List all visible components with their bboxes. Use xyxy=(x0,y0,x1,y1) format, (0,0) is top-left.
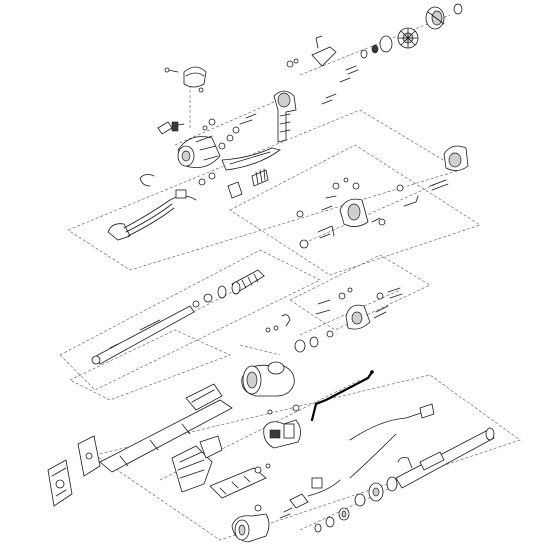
ignition-key xyxy=(157,121,185,135)
wiring-connector-lower xyxy=(289,477,341,509)
key-release-switch xyxy=(263,404,301,449)
dimmer-switch-housing xyxy=(296,177,386,249)
group-panel-lock-cylinder xyxy=(289,254,431,331)
wiring-harness-upper xyxy=(107,168,269,241)
shaft-lock-plate xyxy=(360,35,393,59)
shift-lever-bracket xyxy=(171,435,223,493)
group-panel-shaft xyxy=(59,249,321,391)
column-jacket-lower xyxy=(99,383,233,473)
group-panel-switch-housing xyxy=(229,144,481,276)
floor-mount-plates xyxy=(47,435,101,507)
shift-indicator-wire xyxy=(349,403,435,479)
shift-detent-plate xyxy=(209,463,271,499)
lower-bearing-housing xyxy=(231,504,293,543)
group-panel-jacket xyxy=(94,374,521,541)
ignition-switch-rod xyxy=(221,147,281,171)
switch-housing-clip xyxy=(139,174,155,187)
small-screws-top xyxy=(321,65,359,105)
lock-cylinder-assembly xyxy=(315,287,403,338)
group-panel-lower-column xyxy=(69,329,231,401)
column-bushing xyxy=(241,361,295,397)
shaft-coupling xyxy=(231,269,265,295)
bearing-retainer-set xyxy=(265,314,319,353)
bearing-housing-end xyxy=(396,145,469,207)
support-bracket xyxy=(273,90,297,143)
lock-housing xyxy=(177,113,257,169)
steering-shaft xyxy=(91,285,227,365)
cancel-cam-assembly xyxy=(425,3,463,30)
upper-bearing-gear xyxy=(397,27,419,49)
housing-cover-cap xyxy=(164,66,207,93)
switch-actuator-arm xyxy=(286,35,337,68)
shift-tube xyxy=(395,427,495,489)
bearing-race-stack xyxy=(314,476,398,533)
shift-indicator-cable-highlighted xyxy=(310,370,374,422)
center-lines xyxy=(99,14,451,531)
